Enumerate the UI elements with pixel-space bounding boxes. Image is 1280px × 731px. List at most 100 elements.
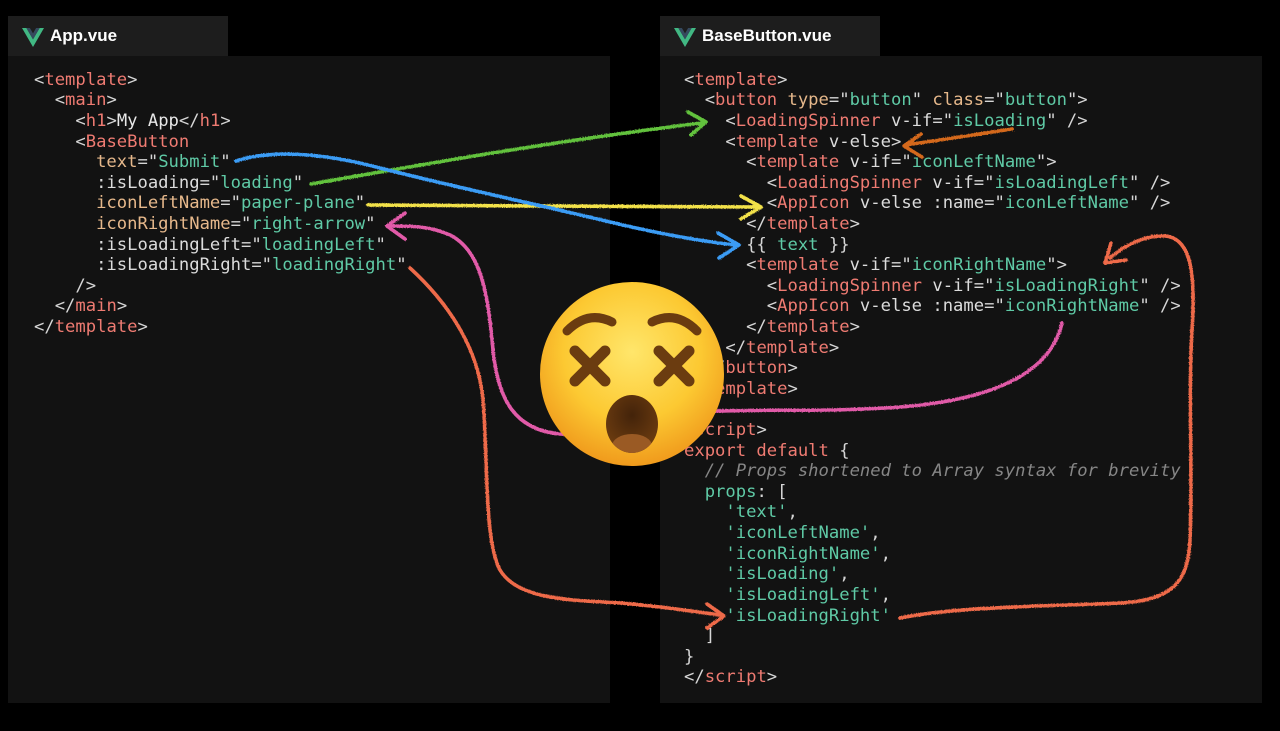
code-line: <main> — [34, 90, 407, 111]
code-token-tag: template — [44, 69, 128, 90]
left-eyebrow — [562, 313, 617, 336]
code-token-punct: > — [127, 69, 138, 90]
code-token-tag: button — [725, 358, 788, 379]
code-token-punct: /> — [34, 275, 97, 296]
arrow-line — [366, 203, 760, 209]
code-line: <LoadingSpinner v-if="isLoading" /> — [684, 111, 1181, 132]
code-token-string: text — [777, 234, 819, 255]
app-vue-code: <template> <main> <h1>My App</h1> <BaseB… — [34, 70, 407, 338]
code-token-punct: : [ — [756, 481, 788, 502]
code-token-punct: =" — [240, 234, 262, 255]
code-token-directive: :isLoadingLeft — [34, 234, 241, 255]
code-token-tag: template — [735, 131, 819, 152]
code-token-string: isLoadingRight — [994, 275, 1140, 296]
code-token-tag: script — [694, 420, 757, 441]
code-token-punct: "> — [1066, 90, 1088, 111]
code-token-punct: =" — [890, 255, 912, 276]
code-token-tag: AppIcon — [777, 193, 850, 214]
tab-base-button-vue[interactable]: BaseButton.vue — [660, 16, 880, 56]
code-token-tag: LoadingSpinner — [777, 172, 923, 193]
code-line: } — [684, 647, 1181, 668]
code-token-string: props — [684, 481, 757, 502]
code-token-punct: , — [839, 564, 850, 585]
code-token-tag: LoadingSpinner — [735, 110, 881, 131]
code-token-punct: </ — [684, 213, 767, 234]
arrowhead — [1103, 241, 1128, 265]
code-token-punct: < — [684, 152, 757, 173]
code-token-punct: </ — [684, 667, 705, 688]
code-token-punct: , — [880, 584, 891, 605]
arrowhead — [902, 132, 924, 159]
is-loading-right-arrow — [408, 234, 1195, 630]
code-token-attr: iconLeftName — [34, 193, 221, 214]
code-token-string: iconRightName — [911, 255, 1047, 276]
code-line: </template> — [684, 338, 1181, 359]
code-token-attr: iconRightName — [34, 213, 231, 234]
code-token-punct: "> — [1046, 255, 1067, 276]
submit-text-arrow — [234, 152, 741, 260]
code-token-string: 'iconLeftName' — [684, 523, 871, 544]
code-token-punct: < — [684, 131, 736, 152]
code-token-attr: text — [34, 152, 138, 173]
code-token-punct: < — [34, 131, 86, 152]
code-token-tag: template — [694, 69, 778, 90]
code-token-string: loadingLeft — [261, 234, 376, 255]
code-token-string: loading — [220, 172, 293, 193]
code-token-punct: " — [396, 255, 407, 276]
code-line: </main> — [34, 296, 407, 317]
code-line: <h1>My App</h1> — [34, 111, 407, 132]
code-line: </template> — [34, 317, 407, 338]
code-line: <button type="button" class="button"> — [684, 90, 1181, 111]
tab-app-vue[interactable]: App.vue — [8, 16, 228, 56]
code-token-punct: > — [787, 358, 798, 379]
code-token-comment: // Props shortened to Array syntax for b… — [684, 461, 1181, 482]
arrow-line — [898, 234, 1195, 620]
code-line: <AppIcon v-else :name="iconRightName" /> — [684, 296, 1181, 317]
code-token-punct: =" — [984, 193, 1005, 214]
arrow-line — [309, 121, 704, 186]
code-token-punct: " /> — [1139, 275, 1181, 296]
code-token-string: Submit — [158, 152, 221, 173]
code-token-string: iconRightName — [1004, 296, 1140, 317]
code-token-punct: > — [777, 69, 788, 90]
code-token-punct: < — [34, 90, 66, 111]
code-token-punct: =" — [220, 193, 241, 214]
code-token-string: iconLeftName — [911, 152, 1036, 173]
code-token-punct: =" — [984, 90, 1005, 111]
code-line: :isLoadingLeft="loadingLeft" — [34, 235, 407, 256]
code-line: <BaseButton — [34, 132, 407, 153]
v-else-arrow — [902, 127, 1014, 159]
code-token-tag: button — [715, 90, 778, 111]
code-line: <LoadingSpinner v-if="isLoadingLeft" /> — [684, 173, 1181, 194]
code-token-tag: h1 — [199, 110, 221, 131]
code-line: <LoadingSpinner v-if="isLoadingRight" /> — [684, 276, 1181, 297]
code-token-punct: > — [890, 131, 902, 152]
code-line: <template> — [684, 70, 1181, 91]
code-token-directive: v-else :name — [849, 193, 985, 214]
code-token-punct: " /> — [1046, 110, 1088, 131]
code-token-punct: </ — [684, 317, 767, 337]
code-token-keyword: export default — [684, 440, 829, 461]
code-line: :isLoadingRight="loadingRight" — [34, 255, 407, 276]
code-token-punct: "> — [1035, 152, 1057, 173]
code-token-punct: " /> — [1129, 193, 1171, 214]
code-line: <template v-if="iconRightName"> — [684, 255, 1181, 276]
arrow-line — [904, 127, 1014, 147]
code-token-punct: {{ — [684, 234, 778, 255]
code-token-punct: </ — [178, 110, 200, 131]
code-token-punct: =" — [137, 152, 159, 173]
code-token-tag: template — [756, 152, 840, 173]
code-token-directive: :isLoadingRight — [34, 255, 252, 276]
code-token-punct: > — [106, 90, 117, 111]
code-token-punct: > — [828, 337, 840, 358]
code-token-punct: " — [911, 90, 923, 111]
code-token-punct: { — [828, 440, 850, 461]
arrowhead — [739, 194, 763, 221]
code-token-string: right-arrow — [251, 213, 366, 234]
is-loading-arrow — [309, 110, 708, 186]
code-line: <template> — [34, 70, 407, 91]
code-token-punct: </ — [34, 317, 55, 337]
code-token-punct: }} — [818, 234, 850, 255]
right-eyebrow — [647, 313, 702, 336]
code-token-tag: h1 — [85, 110, 107, 131]
